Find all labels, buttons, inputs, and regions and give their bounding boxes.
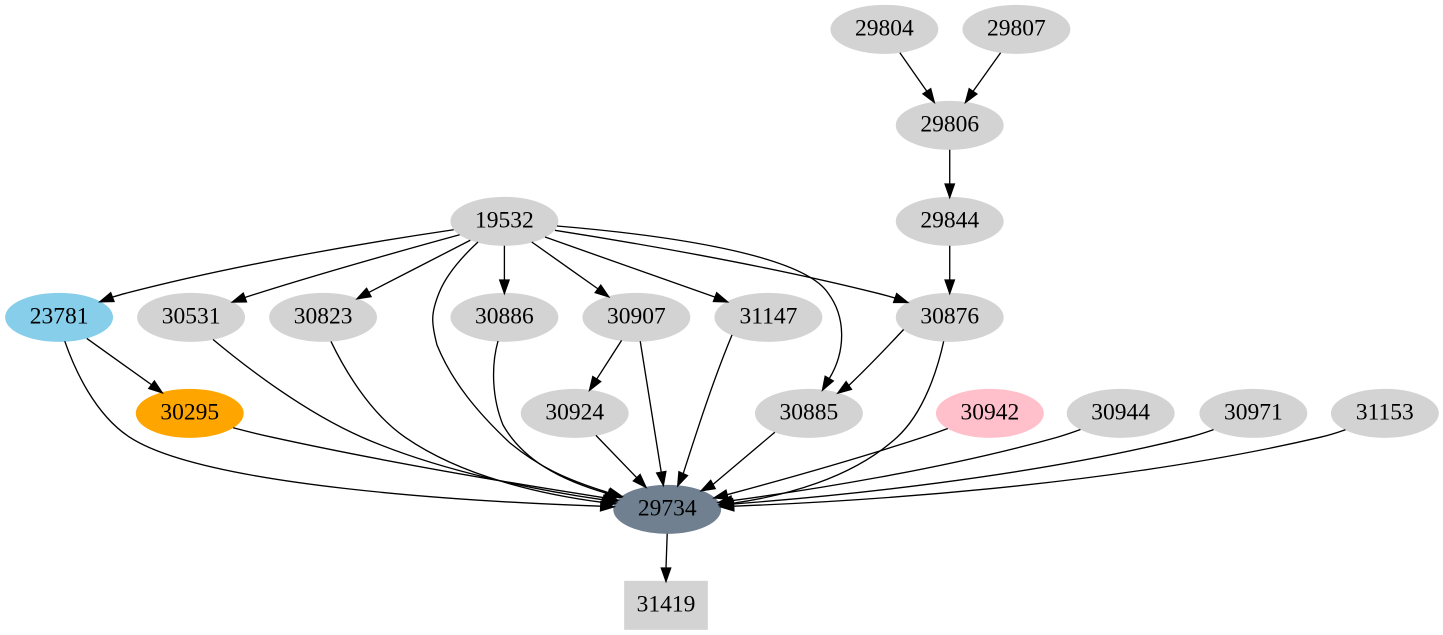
svg-text:30531: 30531 xyxy=(162,303,221,329)
svg-text:29806: 29806 xyxy=(920,111,979,137)
svg-text:30885: 30885 xyxy=(780,399,839,425)
svg-text:30295: 30295 xyxy=(160,399,219,425)
svg-text:19532: 19532 xyxy=(475,207,534,233)
svg-text:29804: 29804 xyxy=(855,15,914,41)
svg-text:30942: 30942 xyxy=(960,399,1019,425)
svg-text:29734: 29734 xyxy=(638,495,697,521)
svg-text:30907: 30907 xyxy=(607,303,666,329)
svg-text:31153: 31153 xyxy=(1356,399,1414,425)
svg-text:30971: 30971 xyxy=(1224,399,1283,425)
svg-text:30886: 30886 xyxy=(475,303,534,329)
svg-text:23781: 23781 xyxy=(30,303,89,329)
svg-text:30924: 30924 xyxy=(545,399,604,425)
svg-text:29807: 29807 xyxy=(987,15,1046,41)
svg-text:31419: 31419 xyxy=(637,591,696,617)
svg-text:30944: 30944 xyxy=(1091,399,1150,425)
svg-text:30876: 30876 xyxy=(920,303,979,329)
svg-text:31147: 31147 xyxy=(739,303,797,329)
svg-text:29844: 29844 xyxy=(920,207,979,233)
svg-text:30823: 30823 xyxy=(294,303,353,329)
